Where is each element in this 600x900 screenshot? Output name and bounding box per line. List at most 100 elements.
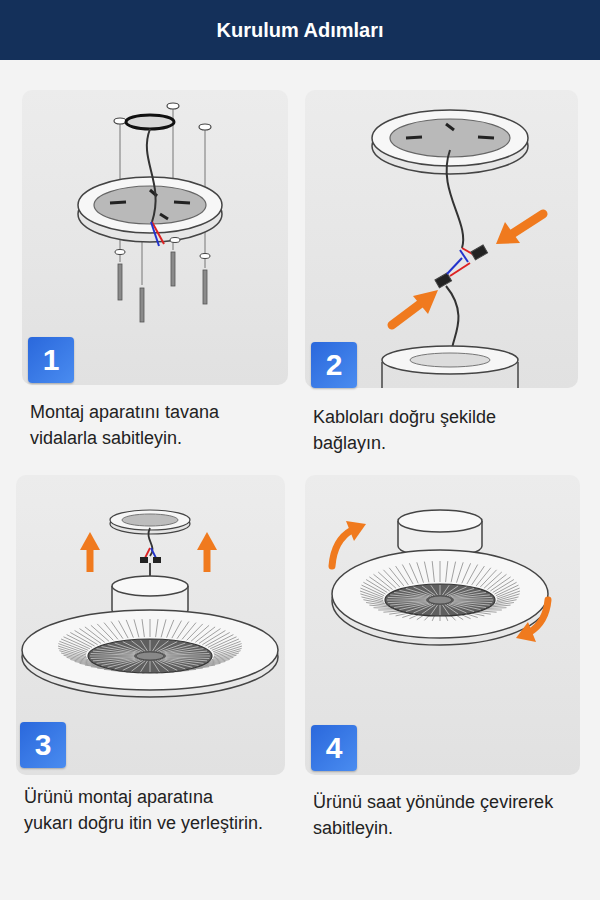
wiring-figure-part bbox=[478, 137, 494, 138]
fan-ribs-part bbox=[202, 631, 225, 645]
fan-ribs-part bbox=[424, 562, 429, 583]
panel-grounds-part bbox=[16, 475, 285, 775]
wiring-figure-part bbox=[413, 290, 438, 314]
rotate-figure-part bbox=[516, 622, 536, 642]
mount-plate-figure-part bbox=[140, 288, 144, 322]
fan-ribs-part bbox=[472, 613, 485, 616]
fan-grille-part bbox=[440, 585, 441, 595]
fan-ribs-part bbox=[172, 621, 182, 639]
step-panel: Kabloları doğru şekilde bağlayın.2 bbox=[305, 90, 578, 388]
fan-ribs-part bbox=[451, 562, 456, 583]
mount-plate-figure-part bbox=[174, 202, 190, 203]
rotate-figure-part bbox=[398, 510, 482, 532]
step-caption: Ürünü montaj aparatına yukarı doğru itin… bbox=[24, 785, 264, 836]
rotate-figure-part bbox=[332, 550, 548, 638]
fan-ribs-part bbox=[61, 639, 88, 650]
wiring-figure-part bbox=[406, 137, 422, 138]
mount-plate-figure-part bbox=[118, 264, 122, 300]
fan-ribs-part bbox=[182, 623, 196, 640]
fan-ribs-part bbox=[212, 639, 239, 650]
fan-ribs-part bbox=[97, 624, 113, 640]
fan-ribs-part bbox=[150, 619, 151, 637]
mount-plate-figure-part bbox=[147, 129, 156, 222]
step-panel: Montaj aparatını tavana vidalarla sabitl… bbox=[22, 90, 288, 385]
mount-plate-figure-part bbox=[167, 103, 179, 109]
wiring-figure-part bbox=[382, 346, 518, 374]
fan-ribs-part bbox=[495, 600, 517, 604]
wiring-figure-part bbox=[372, 110, 528, 166]
fan-ribs-part bbox=[213, 641, 241, 652]
fan-grille-part bbox=[141, 661, 148, 672]
wiring-figure bbox=[372, 110, 543, 388]
wiring-figure-part bbox=[446, 124, 454, 130]
insert-figure-part bbox=[80, 532, 100, 550]
step-badge: 1 bbox=[28, 337, 74, 383]
fan-ribs-part bbox=[409, 563, 418, 583]
fan-ribs-part bbox=[457, 615, 464, 619]
fan-ribs-part bbox=[490, 605, 510, 607]
panel-grounds bbox=[16, 90, 580, 775]
fan-grille-part bbox=[132, 641, 146, 651]
fan-ribs-part bbox=[70, 633, 94, 647]
wiring-figure-part bbox=[410, 353, 490, 367]
step-caption: Ürünü saat yönünde çevirerek sabitleyin. bbox=[313, 790, 561, 841]
fan-ribs-part bbox=[396, 613, 409, 616]
wiring-figure-part bbox=[512, 214, 543, 234]
fan-ribs-part bbox=[417, 615, 424, 619]
fan-ribs-part bbox=[495, 582, 517, 594]
fan-ribs-part bbox=[363, 582, 385, 594]
rotate-figure-part bbox=[428, 596, 452, 604]
fan-grille-part bbox=[141, 640, 148, 651]
insert-figure-part bbox=[197, 532, 217, 550]
wiring-figure-part bbox=[392, 301, 424, 325]
insert-figure-part bbox=[153, 557, 161, 563]
fan-ribs-part bbox=[111, 622, 123, 639]
fan-ribs-part bbox=[360, 588, 383, 597]
fan-grille-part bbox=[445, 605, 458, 614]
fan-grille-part bbox=[166, 656, 210, 657]
fan-grille-part bbox=[422, 586, 435, 595]
step-badge: 2 bbox=[311, 342, 357, 388]
fan-ribs-part bbox=[126, 620, 133, 638]
fan-ribs-part bbox=[362, 585, 385, 596]
mount-plate-figure-part bbox=[126, 115, 174, 129]
fan-ribs-part bbox=[119, 621, 129, 639]
mount-plate-figure-part bbox=[203, 270, 207, 304]
fan-grille-part bbox=[155, 661, 169, 671]
fan-grille-part bbox=[440, 605, 441, 615]
step-panel: Ürünü montaj aparatına yukarı doğru itin… bbox=[16, 475, 285, 775]
fan-ribs-part bbox=[476, 612, 491, 614]
step-caption: Kabloları doğru şekilde bağlayın. bbox=[313, 405, 561, 456]
fan-ribs-part bbox=[199, 629, 221, 644]
fan-grille-part bbox=[442, 585, 449, 595]
mount-plate-figure-part bbox=[200, 254, 210, 259]
mount-plate-figure-part bbox=[151, 222, 159, 246]
insert-figure bbox=[22, 510, 278, 697]
fan-grille bbox=[387, 585, 493, 615]
fan-ribs-part bbox=[467, 565, 478, 585]
fan-grille-part bbox=[431, 605, 438, 615]
fan-ribs-part bbox=[446, 561, 448, 582]
rotate-figure bbox=[332, 510, 548, 645]
fan-ribs bbox=[360, 561, 520, 621]
fan-ribs-part bbox=[440, 561, 441, 582]
fan-ribs-part bbox=[487, 607, 506, 609]
fan-ribs-part bbox=[424, 616, 429, 621]
fan-ribs-part bbox=[167, 620, 174, 638]
fan-ribs-part bbox=[490, 577, 510, 591]
fan-ribs-part bbox=[104, 623, 118, 640]
fan-ribs-part bbox=[457, 562, 464, 582]
insert-figure-part bbox=[136, 652, 164, 660]
fan-grille bbox=[90, 640, 210, 672]
mount-plate-figure-part bbox=[115, 250, 125, 255]
insert-figure-part bbox=[204, 548, 211, 572]
fan-ribs-part bbox=[67, 635, 92, 648]
step-badge: 3 bbox=[20, 722, 66, 768]
insert-figure-part bbox=[87, 548, 94, 572]
panel-grounds-part bbox=[22, 90, 288, 385]
fan-ribs-part bbox=[214, 644, 242, 654]
fan-ribs-part bbox=[156, 619, 158, 637]
step-number: 1 bbox=[43, 345, 60, 375]
step-badge: 4 bbox=[311, 725, 357, 771]
